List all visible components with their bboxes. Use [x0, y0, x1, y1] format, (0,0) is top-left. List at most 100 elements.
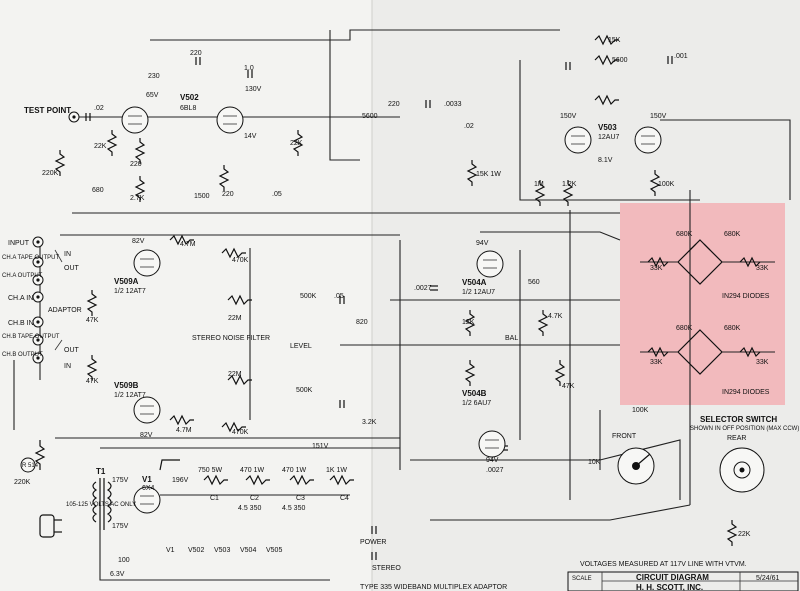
voltage-150v-b: 150V — [650, 113, 667, 120]
r516-value-a: 4.7M — [180, 241, 196, 248]
r551-value: 680K — [724, 231, 741, 238]
voltage-82v-a: 82V — [132, 238, 145, 245]
ch-a-in-label: CH.A IN — [8, 295, 33, 302]
r556-value: 680K — [676, 325, 693, 332]
r558-value: 33K — [650, 359, 663, 366]
fil-v502: V502 — [188, 547, 204, 554]
voltage-130v: 130V — [245, 86, 262, 93]
r524-value: 500K — [300, 293, 317, 300]
c520-value: .001 — [674, 53, 688, 60]
c2-label: C2 — [250, 495, 259, 502]
r511-value: 100K — [658, 181, 675, 188]
out-label-a: OUT — [64, 265, 80, 272]
l501-value: 1500 — [194, 193, 210, 200]
front-label: FRONT — [612, 433, 637, 440]
c514-value: .02 — [464, 123, 474, 130]
fil-v503: V503 — [214, 547, 230, 554]
in-label-a: IN — [64, 251, 71, 258]
ch-a-out-label: CH.A OUTPUT — [2, 273, 43, 279]
r545-value: 100K — [632, 407, 649, 414]
input-label: INPUT — [8, 240, 30, 247]
stereo-filter-label: STEREO NOISE FILTER — [192, 335, 270, 342]
voltage-175v-a: 175V — [112, 477, 129, 484]
fil-v504: V504 — [240, 547, 256, 554]
tube-glyphs — [121, 106, 662, 514]
r509-value: 1.2K — [562, 181, 577, 188]
v502-type: 6BL8 — [180, 105, 196, 112]
in-label-b: IN — [64, 363, 71, 370]
r501-value: 220K — [42, 170, 59, 177]
r516-value-b: 4.7M — [176, 427, 192, 434]
r521-value: 22M — [228, 315, 242, 322]
r512-value: 47K — [86, 317, 99, 324]
v1-type: 6X4 — [142, 485, 155, 492]
r504-value: 2.7K — [130, 195, 145, 202]
ch-b-tape-label: CH.B TAPE OUTPUT — [2, 334, 60, 340]
c2-value: 4.5 350 — [238, 505, 261, 512]
r514-value: 220K — [14, 479, 31, 486]
diagram-date: 5/24/61 — [756, 575, 779, 582]
filament-voltage: 6.3V — [110, 571, 125, 578]
diode-bridge-a — [640, 239, 775, 285]
voltage-150v-a: 150V — [560, 113, 577, 120]
r552-value: 33K — [650, 265, 663, 272]
r514-marker — [20, 457, 36, 473]
r540-value: 4.7K — [548, 313, 563, 320]
voltage-151v: 151V — [312, 443, 329, 450]
power-plug-icon — [39, 514, 62, 538]
r542-value: 47K — [562, 383, 575, 390]
ch-b-out-label: CH.B OUTPUT — [2, 352, 43, 358]
r502-value: 22K — [94, 143, 107, 150]
v504a-type: 1/2 12AU7 — [462, 289, 495, 296]
voltage-82v-b: 82V — [140, 432, 153, 439]
bal-label: BAL — [505, 335, 518, 342]
c506-value: .05 — [272, 191, 282, 198]
diodes-a-label: IN294 DIODES — [722, 293, 770, 300]
v509b-type: 1/2 12AT7 — [114, 392, 146, 399]
v504b-label: V504B — [462, 389, 487, 398]
diodes-b-label: IN294 DIODES — [722, 389, 770, 396]
r530-value: 820 — [356, 319, 368, 326]
voltage-196v: 196V — [172, 477, 189, 484]
r528-value: 3.2K — [362, 419, 377, 426]
c505-value: 230 — [148, 73, 160, 80]
component-glyphs — [54, 34, 738, 546]
v509a-type: 1/2 12AT7 — [114, 288, 146, 295]
ch-b-in-label: CH.B IN — [8, 320, 34, 327]
c513-value: .0033 — [444, 101, 462, 108]
r503-value: 220 — [130, 161, 142, 168]
r506-value: 22K — [290, 140, 303, 147]
c501-value: .02 — [94, 105, 104, 112]
r514-resistor — [34, 440, 46, 470]
selector-switch-note: SHOWN IN OFF POSITION (MAX CCW) — [690, 426, 799, 432]
c509-value: 1.0 — [244, 65, 254, 72]
v504b-type: 1/2 6AU7 — [462, 400, 491, 407]
r4-value: 470 1W — [240, 467, 265, 474]
r5600: 5600 — [362, 113, 378, 120]
r508-value: 1M — [534, 181, 544, 188]
test-point-label: TEST POINT — [24, 106, 71, 115]
c535-value: .0027 — [486, 467, 504, 474]
c502-value: 680 — [92, 187, 104, 194]
r510-value: 220 — [388, 101, 400, 108]
r536-value: 560 — [528, 279, 540, 286]
diode-bridge-b — [640, 329, 775, 375]
out-label-b: OUT — [64, 347, 80, 354]
fil-v505: V505 — [266, 547, 282, 554]
v504a-label: V504A — [462, 278, 487, 287]
ac-only-label: 105-125 VOLTS AC ONLY — [66, 502, 136, 508]
r557-value: 680K — [724, 325, 741, 332]
v503-label: V503 — [598, 123, 617, 132]
r513b-value: 5600 — [612, 57, 628, 64]
power-label: POWER — [360, 539, 386, 546]
r518-value: 47K — [86, 378, 99, 385]
c4-label: C4 — [340, 495, 349, 502]
stereo-label: STEREO — [372, 565, 401, 572]
r550-value: 680K — [676, 231, 693, 238]
capacitor-glyphs — [85, 56, 673, 560]
scale-label: SCALE — [572, 576, 592, 582]
r532-value: 12K — [462, 319, 475, 326]
voltage-14v: 14V — [244, 133, 257, 140]
c528-value: .05 — [334, 293, 344, 300]
